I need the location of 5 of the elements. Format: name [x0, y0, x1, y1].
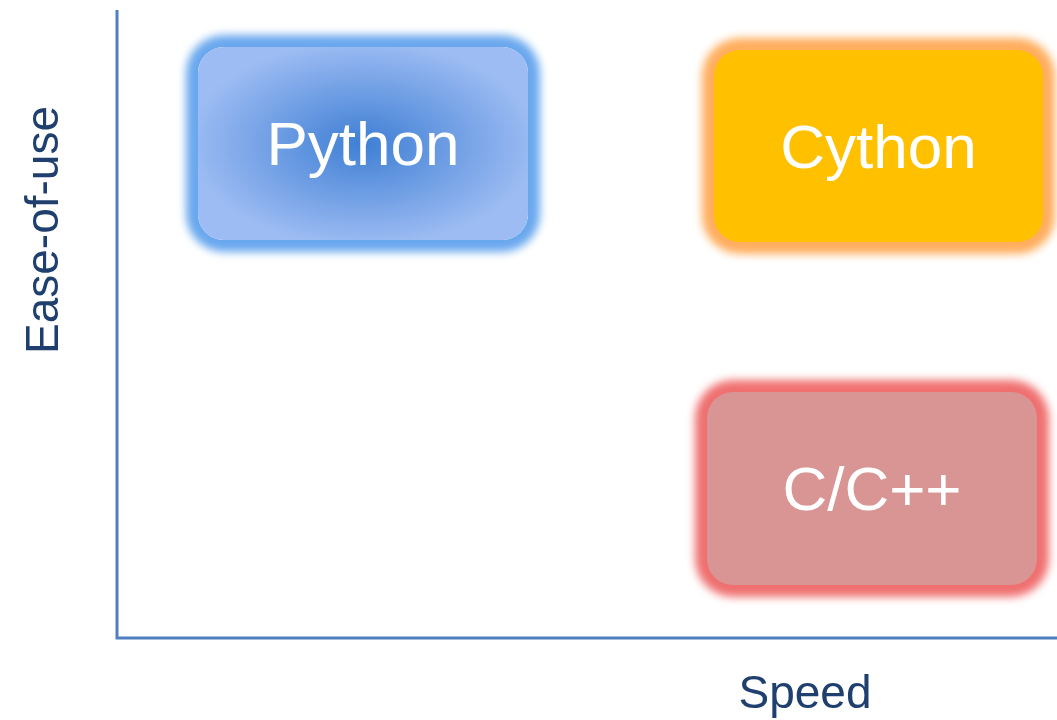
language-box: Cython — [714, 50, 1043, 242]
axis-label: Speed — [738, 665, 872, 719]
axis-label: Ease-of-use — [15, 106, 69, 354]
language-box: Python — [198, 47, 528, 240]
language-box: C/C++ — [707, 392, 1037, 585]
